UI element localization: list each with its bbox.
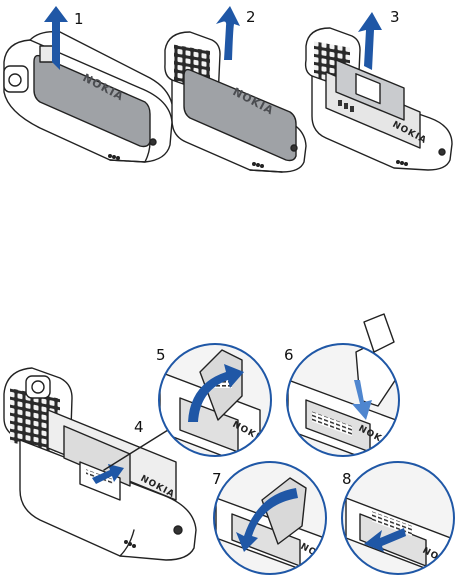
up-arrow-icon: [358, 12, 382, 70]
callout-step-5: NOKIA 5: [150, 340, 290, 470]
panel-step-3: NOKIA 3: [306, 8, 452, 170]
callout-step-7: NOKIA 7: [210, 460, 340, 578]
step-label-6: 6: [284, 346, 294, 364]
step-label-5: 5: [156, 346, 166, 364]
step-label-2: 2: [246, 8, 256, 26]
step-label-4: 4: [134, 418, 144, 436]
callout-step-8: NOKIA 8: [340, 460, 456, 578]
step-label-3: 3: [390, 8, 400, 26]
panel-step-1: NOKIA 1: [4, 6, 172, 162]
step-label-1: 1: [74, 10, 84, 28]
step-label-7: 7: [212, 470, 222, 488]
step-label-8: 8: [342, 470, 352, 488]
callout-step-6: NOKIA 6: [280, 314, 410, 470]
panel-step-2: NOKIA 2: [165, 6, 306, 172]
